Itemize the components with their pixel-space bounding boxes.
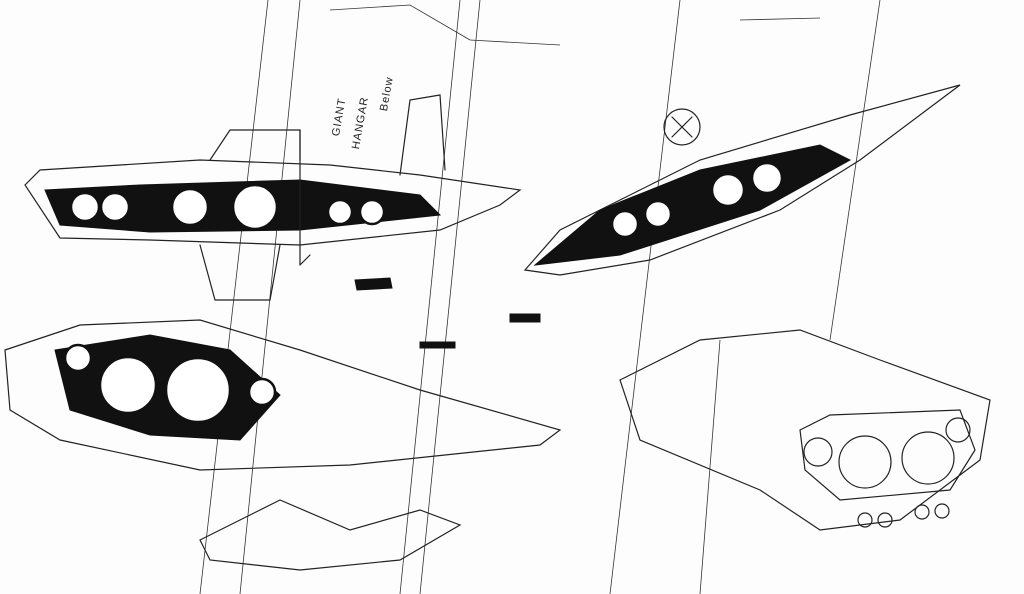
ship-three-quarter-view [4,313,562,571]
ship-rear-view [619,329,991,531]
ship-side-view [24,94,522,301]
construction-lines [199,0,881,594]
hangar-arrow [299,129,311,266]
ship-diagonal-view [523,84,961,276]
